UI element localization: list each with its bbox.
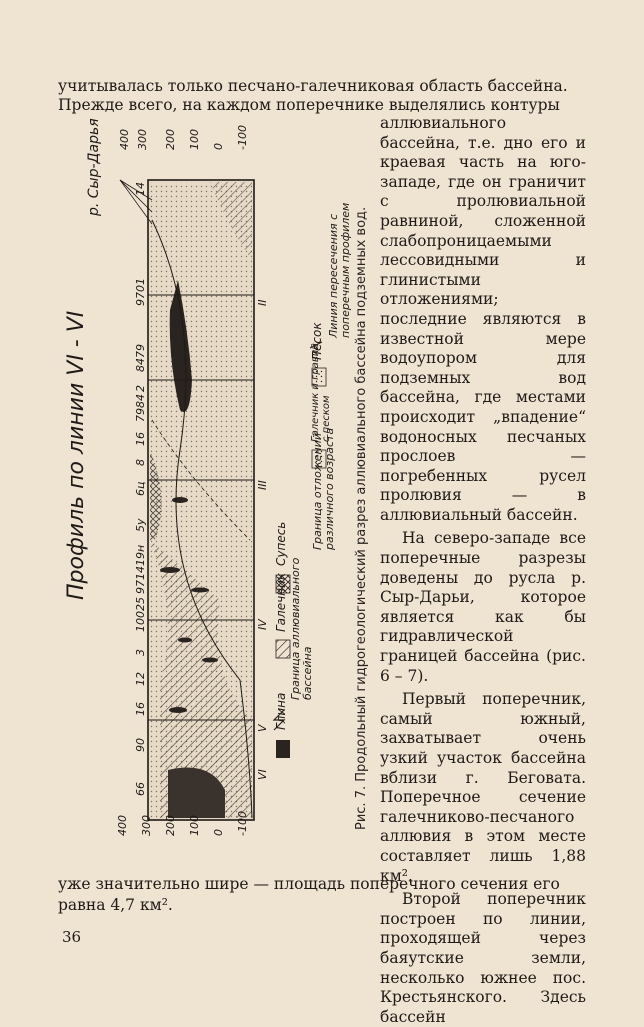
well-label: 8	[134, 459, 147, 466]
well-label: 7984	[134, 394, 147, 422]
section-mark: V	[256, 724, 269, 732]
axis-bottom-tick-300: 300	[140, 815, 153, 836]
legend-age-boundary: Граница отложений различного возраста	[311, 427, 336, 550]
axis-top-tick-m100: -100	[236, 125, 249, 150]
well-label: 9714	[134, 566, 147, 594]
section-mark: III	[256, 480, 269, 490]
text-line-1: учитывалась только песчано-галечниковая …	[58, 77, 568, 95]
legend-swatch-clay	[276, 740, 290, 758]
axis-top-tick-300: 300	[136, 129, 149, 150]
bedrock	[168, 767, 225, 818]
section-mark: II	[256, 299, 269, 307]
well-label: 5у	[134, 518, 147, 532]
section-mark: VI	[256, 769, 269, 780]
well-label: 12	[134, 672, 147, 686]
well-label: 90	[134, 738, 147, 752]
profile-drawing	[119, 179, 327, 821]
well-label: 9701	[134, 278, 147, 306]
well-label: 6ц	[134, 481, 147, 497]
well-label: 16	[134, 702, 147, 716]
text-line-2: Прежде всего, на каждом поперечнике выде…	[58, 96, 560, 114]
legend-swatch-loam	[275, 574, 291, 594]
legend-cross-line: Линия пересечения с поперечным профилем	[327, 202, 352, 338]
figure-title: Профиль по линии VI - VI	[64, 310, 89, 600]
legend-basin-boundary: Граница аллювиального бассейна	[289, 557, 314, 700]
figure-caption: Рис. 7. Продольный гидрогеологический ра…	[354, 206, 369, 830]
paragraph-2: На северо-западе все поперечные разрезы …	[380, 529, 586, 685]
well-label: 8479	[134, 344, 147, 372]
well-label: 10025	[134, 597, 147, 632]
axis-top-tick-200: 200	[164, 129, 177, 150]
axis-bottom-tick-400: 400	[116, 815, 129, 836]
page-number: 36	[62, 928, 82, 946]
bottom-line-1: уже значительно шире — площадь поперечно…	[58, 875, 560, 893]
axis-bottom-tick-100: 100	[188, 815, 201, 836]
axis-bottom-tick-0: 0	[212, 829, 225, 836]
legend-sand: Песок	[310, 322, 324, 360]
axis-top-tick-100: 100	[188, 129, 201, 150]
river-label: р. Сыр-Дарья	[86, 118, 102, 216]
legend-loam: Супесь	[274, 521, 288, 566]
paragraph-3: Первый поперечник, самый южный, захватыв…	[380, 690, 586, 885]
well-label: 3	[134, 649, 147, 656]
geological-profile-figure: 400 300 200 100 0 -100 400 300 200 100 0…	[60, 118, 378, 840]
paragraph-1: аллювиального бассейна, т.е. дно его и к…	[380, 114, 586, 524]
axis-top-tick-0: 0	[212, 143, 225, 150]
well-label: 19н	[134, 544, 147, 566]
legend-swatch-pebble	[275, 639, 291, 659]
legend-swatch-sand	[311, 367, 327, 387]
axis-bottom-tick-m100: -100	[236, 811, 249, 836]
bottom-line-2: равна 4,7 км².	[58, 896, 173, 914]
axis-top-tick-400: 400	[118, 129, 131, 150]
well-label: 2	[134, 385, 147, 392]
legend-pebble: Галечник	[274, 572, 288, 632]
legend-swatch-gravel	[311, 449, 327, 469]
legend-clay: Глина	[274, 692, 288, 730]
axis-bottom-tick-200: 200	[164, 815, 177, 836]
well-label: 66	[134, 782, 147, 796]
well-label: 16	[134, 432, 147, 446]
well-label: 14	[134, 182, 147, 196]
section-mark: IV	[256, 619, 269, 630]
bottom-text: уже значительно шире — площадь поперечно…	[58, 874, 586, 916]
dark-lens	[169, 280, 192, 412]
